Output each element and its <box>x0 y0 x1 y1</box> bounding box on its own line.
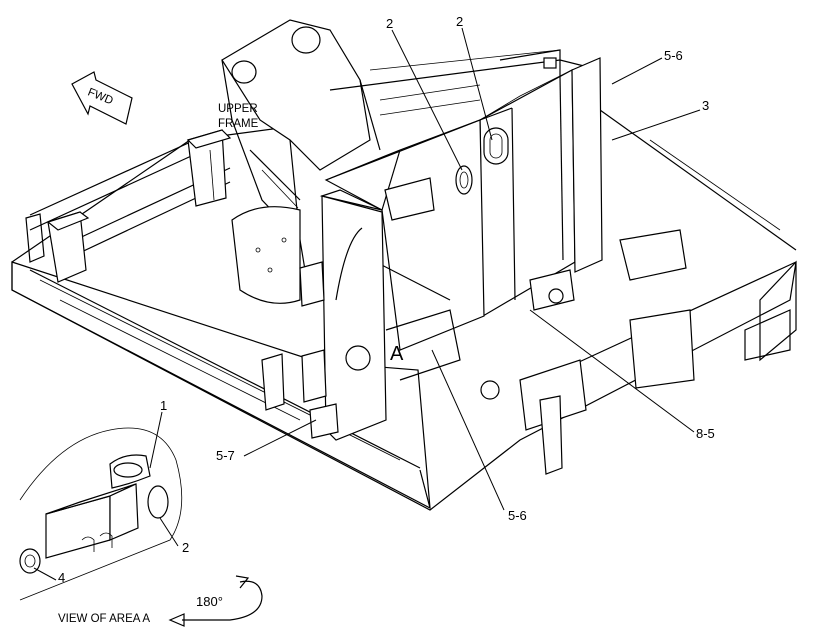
callout-1: 1 <box>160 398 167 413</box>
callout-5-7: 5-7 <box>216 448 235 463</box>
front-panel <box>299 189 461 441</box>
rotation-label: 180° <box>196 594 223 609</box>
floor-brackets <box>261 229 695 475</box>
callout-2-right: 2 <box>456 14 463 29</box>
callout-5-6-bottom: 5-6 <box>508 508 527 523</box>
callout-8-5: 8-5 <box>696 426 715 441</box>
rotation-arrow <box>168 575 263 627</box>
upper-frame-note: UPPER FRAME <box>218 103 259 130</box>
upper-frame-boom-mount <box>221 19 371 304</box>
detail-view-area-a <box>19 411 183 601</box>
callout-3: 3 <box>702 98 709 113</box>
left-rail-assembly <box>25 129 232 283</box>
upper-frame-label-line2: FRAME <box>218 118 259 130</box>
fwd-arrow: FWD <box>71 71 133 125</box>
callout-4: 4 <box>58 570 65 585</box>
callout-2-left: 2 <box>386 16 393 31</box>
upper-frame-label-line1: UPPER <box>218 103 258 115</box>
leader-lines <box>243 27 701 511</box>
callout-2-detail: 2 <box>182 540 189 555</box>
area-a-marker: A <box>390 343 404 365</box>
view-of-area-a-label: VIEW OF AREA A <box>58 613 150 625</box>
callout-5-6-top: 5-6 <box>664 48 683 63</box>
